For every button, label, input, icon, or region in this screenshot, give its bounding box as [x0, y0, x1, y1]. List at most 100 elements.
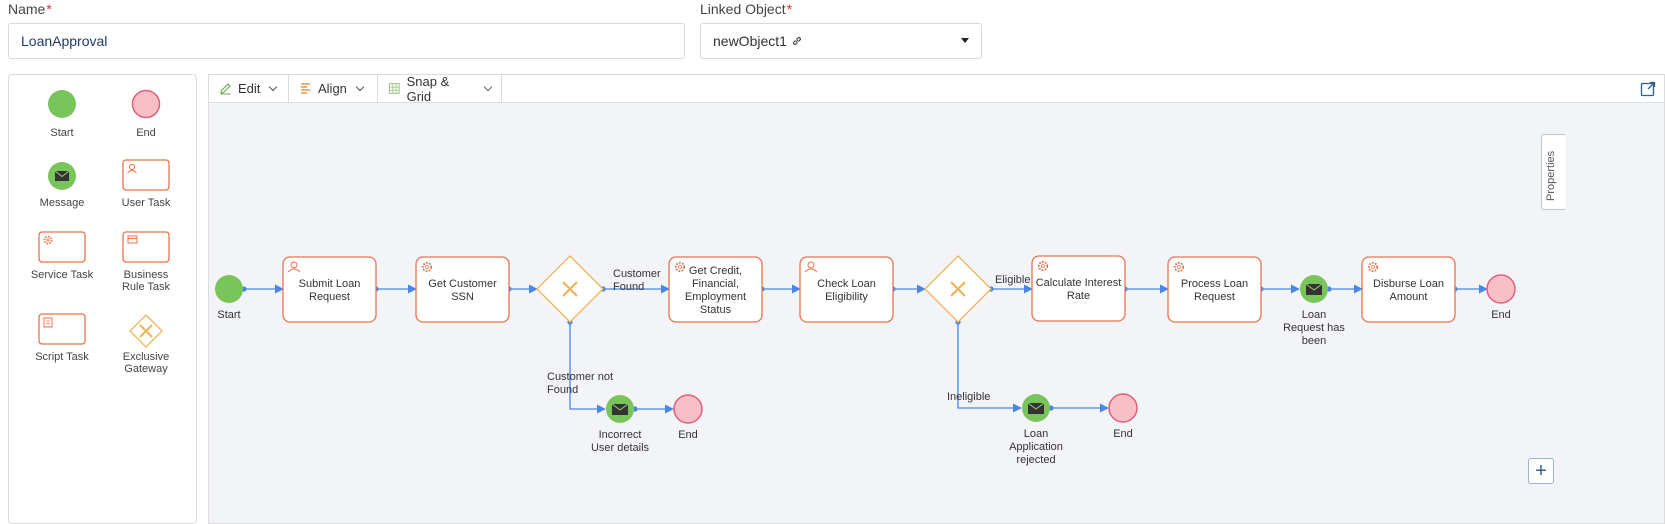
name-input[interactable]: LoanApproval: [8, 23, 685, 59]
end-event-icon: [131, 89, 161, 119]
required-mark: *: [786, 1, 793, 17]
palette-start[interactable]: Start: [22, 89, 102, 139]
start-event-icon: [48, 90, 76, 118]
palette-script-task[interactable]: Script Task: [22, 313, 102, 365]
shape-palette: Start End Message User Task Service Task: [8, 74, 197, 524]
zoom-in-button[interactable]: +: [1528, 458, 1554, 484]
link-icon: [792, 37, 801, 45]
exclusive-gateway-icon: [129, 314, 163, 348]
user-icon: [807, 261, 815, 269]
palette-script-task-label: Script Task: [35, 351, 89, 363]
align-menu-label: Align: [318, 81, 347, 96]
palette-user-task-label: User Task: [121, 197, 171, 209]
task-calc-interest[interactable]: [1031, 255, 1126, 322]
palette-business-rule-task[interactable]: Business Rule Task: [106, 231, 186, 295]
palette-exclusive-gateway-label-1: Exclusive: [122, 351, 170, 363]
name-input-value: LoanApproval: [21, 33, 108, 49]
align-menu-button[interactable]: Align: [289, 75, 378, 102]
name-label-text: Name: [8, 1, 46, 17]
required-mark: *: [46, 1, 52, 17]
palette-user-task[interactable]: User Task: [106, 159, 186, 211]
linked-object-label-text: Linked Object: [700, 1, 786, 17]
flow-ineligible[interactable]: [957, 322, 1022, 413]
linked-object-select[interactable]: newObject1: [700, 23, 982, 59]
palette-service-task-label: Service Task: [30, 269, 94, 281]
flow-customer-not-found[interactable]: [569, 322, 606, 414]
exclusive-gateway[interactable]: [536, 255, 604, 323]
flow-label-ineligible: Ineligible: [947, 391, 990, 403]
end-event-label: End: [1113, 428, 1133, 440]
plus-icon: +: [1535, 460, 1547, 482]
message-event-icon: [48, 162, 76, 190]
palette-end-label: End: [136, 127, 156, 139]
palette-business-rule-label-1: Business: [123, 269, 169, 281]
message-event[interactable]: [606, 395, 634, 423]
x-icon: [562, 281, 578, 297]
name-label: Name*: [8, 1, 52, 17]
gear-icon: [1037, 260, 1049, 272]
end-event-label: End: [678, 429, 698, 441]
message-event[interactable]: [1300, 275, 1328, 303]
external-link-icon[interactable]: [1640, 81, 1656, 97]
palette-exclusive-gateway-label-2: Gateway: [124, 363, 168, 375]
gear-icon: [1367, 261, 1379, 273]
script-task-icon: [38, 313, 86, 345]
palette-end[interactable]: End: [106, 89, 186, 139]
x-icon: [950, 281, 966, 297]
properties-tab-label: Properties: [1545, 150, 1557, 201]
flow-label-eligible: Eligible: [995, 274, 1030, 286]
chevron-down-icon: [961, 38, 969, 43]
palette-message[interactable]: Message: [22, 161, 102, 211]
edit-menu-button[interactable]: Edit: [209, 75, 289, 102]
align-icon: [301, 83, 310, 94]
properties-tab[interactable]: Properties: [1541, 134, 1565, 210]
palette-message-label: Message: [39, 197, 85, 209]
diagram-nodes: [215, 255, 1516, 424]
palette-business-rule-label-2: Rule Task: [121, 281, 171, 293]
task-get-ssn[interactable]: [415, 256, 510, 323]
user-icon: [290, 261, 298, 269]
palette-start-label: Start: [50, 127, 74, 139]
exclusive-gateway[interactable]: [924, 255, 992, 323]
task-check-eligibility[interactable]: [799, 256, 894, 323]
gear-icon: [674, 261, 686, 273]
palette-exclusive-gateway[interactable]: Exclusive Gateway: [106, 313, 186, 377]
snap-grid-menu-label: Snap & Grid: [406, 73, 450, 104]
palette-service-task[interactable]: Service Task: [22, 231, 102, 283]
task-get-credit[interactable]: [668, 256, 763, 323]
service-task-icon: [38, 231, 86, 263]
business-rule-task-icon: [122, 231, 170, 263]
message-event[interactable]: [1022, 394, 1050, 422]
linked-object-label: Linked Object*: [700, 1, 792, 17]
edit-menu-label: Edit: [238, 81, 261, 96]
end-event-label: End: [1491, 309, 1511, 321]
end-event[interactable]: [1108, 393, 1138, 423]
grid-icon: [388, 83, 400, 94]
end-event[interactable]: [1486, 274, 1516, 304]
start-event[interactable]: [215, 275, 243, 303]
canvas-toolbar: Edit Align Snap & Grid: [209, 73, 1664, 104]
pencil-icon: [220, 83, 231, 95]
end-event[interactable]: [673, 394, 703, 424]
snap-grid-menu-button[interactable]: Snap & Grid: [378, 73, 502, 104]
linked-object-value: newObject1: [713, 33, 787, 49]
task-disburse[interactable]: [1361, 256, 1456, 323]
start-event-label: Start: [217, 309, 240, 321]
task-process-loan[interactable]: [1167, 256, 1262, 323]
task-submit[interactable]: [282, 256, 377, 323]
gear-icon: [1173, 261, 1185, 273]
